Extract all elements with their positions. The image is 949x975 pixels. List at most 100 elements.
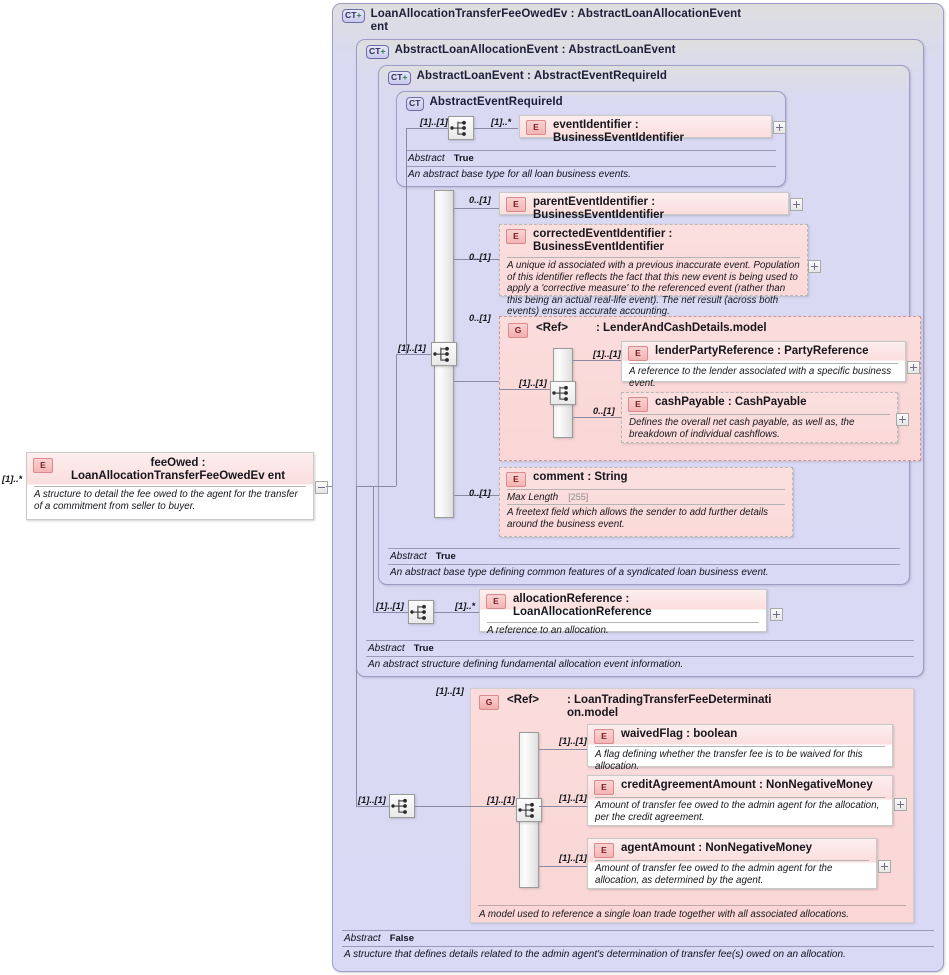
element-name-row: E comment : String — [500, 468, 792, 489]
connector — [396, 354, 406, 355]
connector-spine-allocation — [373, 486, 374, 612]
divider — [478, 905, 906, 906]
expand-allocationreference[interactable] — [770, 608, 783, 621]
allocationreference-cardinality: [1]..* — [455, 601, 476, 611]
connector-spine-requireid — [406, 128, 407, 354]
divider — [406, 150, 776, 151]
element-doc: A unique id associated with a previous i… — [507, 260, 800, 317]
element-box-parenteventidentifier[interactable]: E parentEventIdentifier : BusinessEventI… — [499, 192, 789, 221]
root-element-doc: A structure to detail the fee owed to th… — [34, 489, 298, 512]
element-badge-icon: E — [594, 729, 614, 744]
group-title: : LenderAndCashDetails.model — [596, 322, 767, 334]
element-badge-icon: E — [506, 472, 526, 487]
expand-cashpayable[interactable] — [896, 413, 909, 426]
divider — [507, 504, 785, 505]
element-title: agentAmount : NonNegativeMoney — [621, 842, 813, 854]
connector — [470, 806, 519, 807]
loanevent-sequence-cardinality: [1]..[1] — [398, 343, 426, 353]
element-doc: Amount of transfer fee owed to the admin… — [595, 800, 880, 823]
element-doc: Defines the overall net cash payable, as… — [629, 417, 855, 440]
abstract-label: Abstract — [344, 933, 381, 944]
root-element-title-cont: ent — [267, 470, 286, 482]
element-box-creditagreementamount[interactable]: E creditAgreementAmount : NonNegativeMon… — [587, 775, 893, 826]
complextype-footer-loanevent: Abstract True An abstract base type defi… — [380, 548, 908, 582]
complextype-header: CT+ LoanAllocationTransferFeeOwedEv : Ab… — [342, 8, 741, 34]
sequence-icon[interactable] — [431, 342, 457, 366]
sequence-icon[interactable] — [516, 798, 542, 822]
element-box-eventidentifier[interactable]: E eventIdentifier : BusinessEventIdentif… — [519, 115, 772, 144]
connector — [474, 128, 518, 129]
expand-eventidentifier[interactable] — [773, 121, 786, 134]
element-name-row: E creditAgreementAmount : NonNegativeMon… — [588, 776, 892, 797]
element-badge-icon: E — [628, 346, 648, 361]
element-box-lenderpartyreference[interactable]: E lenderPartyReference : PartyReference … — [621, 341, 906, 389]
complextype-badge-icon: CT+ — [366, 45, 389, 59]
abstract-label: Abstract — [368, 643, 405, 654]
sequence-icon[interactable] — [389, 794, 415, 818]
root-element-box[interactable]: E feeOwed : LoanAllocationTransferFeeOwe… — [26, 452, 314, 520]
divider — [366, 640, 914, 641]
waivedflag-cardinality: [1]..[1] — [559, 736, 587, 746]
complextype-title: AbstractLoanEvent : AbstractEventRequire… — [416, 70, 668, 82]
connector — [454, 381, 500, 382]
complextype-doc-allocation: An abstract structure defining fundament… — [368, 659, 684, 670]
expand-creditagreementamount[interactable] — [894, 798, 907, 811]
expand-lenderpartyreference[interactable] — [907, 361, 920, 374]
sequence-cardinality: [1]..[1] — [420, 117, 448, 127]
element-name-row: E parentEventIdentifier : BusinessEventI… — [500, 193, 788, 225]
sequence-icon[interactable] — [550, 381, 576, 405]
connector — [539, 866, 588, 867]
complextype-title: AbstractEventRequireId — [429, 96, 563, 108]
element-name-row: E lenderPartyReference : PartyReference — [622, 342, 905, 363]
element-box-comment[interactable]: E comment : String Max Length [255] A fr… — [499, 467, 793, 537]
connector — [356, 806, 389, 807]
eventidentifier-cardinality: [1]..* — [491, 117, 512, 127]
abstract-row: Abstract True — [358, 641, 922, 656]
cashpayable-cardinality: 0..[1] — [593, 406, 615, 416]
lenderandcash-group-cardinality: 0..[1] — [469, 313, 491, 323]
element-title: waivedFlag : boolean — [621, 728, 738, 740]
element-name-row: E waivedFlag : boolean — [588, 725, 892, 746]
complextype-title: LoanAllocationTransferFeeOwedEv : Abstra… — [370, 8, 742, 33]
group-ref-label: <Ref> — [536, 322, 568, 334]
element-badge-icon: E — [506, 197, 526, 212]
element-title: comment : String — [533, 471, 628, 483]
element-box-cashpayable[interactable]: E cashPayable : CashPayable Defines the … — [621, 392, 898, 443]
complextype-badge-icon: CT — [406, 97, 424, 111]
divider — [34, 486, 306, 487]
divider — [487, 622, 759, 623]
root-element-title: feeOwed : LoanAllocationTransferFeeOwedE… — [70, 457, 265, 482]
abstract-value: True — [453, 153, 474, 164]
element-box-waivedflag[interactable]: E waivedFlag : boolean A flag defining w… — [587, 724, 893, 772]
connector — [454, 259, 500, 260]
element-box-correctedeventidentifier[interactable]: E correctedEventIdentifier : BusinessEve… — [499, 224, 808, 317]
expand-agentamount[interactable] — [878, 860, 891, 873]
root-sequence-cardinality: [1]..[1] — [358, 795, 386, 805]
lenderpartyreference-cardinality: [1]..[1] — [593, 349, 621, 359]
expand-parenteventidentifier[interactable] — [790, 198, 803, 211]
complextype-doc-loanevent: An abstract base type defining common fe… — [390, 567, 769, 578]
connector — [406, 128, 448, 129]
root-element-name-row: E feeOwed : LoanAllocationTransferFeeOwe… — [27, 453, 313, 486]
sequence-icon[interactable] — [448, 116, 474, 140]
connector-spine-outer — [356, 486, 357, 806]
divider — [388, 548, 900, 549]
connector — [539, 806, 588, 807]
element-title: creditAgreementAmount : NonNegativeMoney — [621, 779, 873, 791]
root-collapse-toggle[interactable] — [315, 481, 328, 494]
element-name-row: E cashPayable : CashPayable — [622, 393, 897, 414]
element-box-agentamount[interactable]: E agentAmount : NonNegativeMoney Amount … — [587, 838, 877, 889]
sequence-icon[interactable] — [408, 600, 434, 624]
connector — [415, 806, 470, 807]
element-box-allocationreference[interactable]: E allocationReference : LoanAllocationRe… — [479, 589, 767, 636]
feegroup-cardinality: [1]..[1] — [436, 686, 464, 696]
expand-correctedeventidentifier[interactable] — [808, 260, 821, 273]
complextype-badge-icon: CT+ — [388, 71, 411, 85]
connector — [434, 612, 480, 613]
connector — [454, 208, 500, 209]
abstract-label: Abstract — [390, 551, 427, 562]
group-badge-icon: G — [508, 323, 528, 338]
divider — [629, 414, 890, 415]
complextype-doc-requireid: An abstract base type for all loan busin… — [408, 169, 631, 180]
creditagreementamount-cardinality: [1]..[1] — [559, 793, 587, 803]
